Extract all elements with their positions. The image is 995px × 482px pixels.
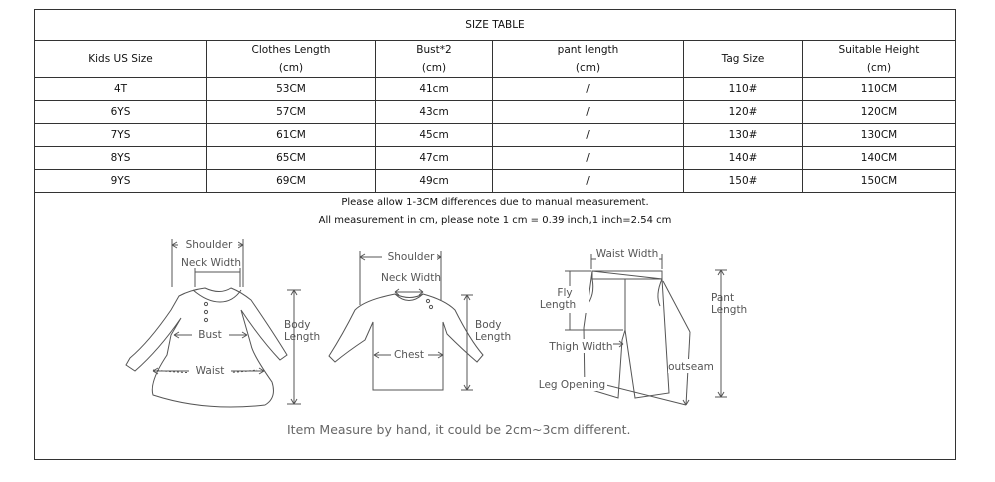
- pants-leg-opening-label: Leg Opening: [539, 379, 605, 391]
- note-allowance: Please allow 1-3CM differences due to ma…: [341, 197, 649, 208]
- dress-bust-marker: Bust: [173, 328, 248, 342]
- pants-outseam-marker: outseam: [662, 280, 714, 406]
- shirt-length-label: Length: [475, 331, 511, 343]
- size-table-header-row: Kids US Size Clothes Length(cm) Bust*2(c…: [35, 40, 955, 78]
- dress-neck-marker: Neck Width: [181, 257, 241, 287]
- cell-suitable-height: 130CM: [802, 123, 955, 147]
- shirt-chest-label: Chest: [394, 349, 424, 361]
- pants-leg-opening-marker: Leg Opening: [538, 377, 687, 406]
- dress-shoulder-marker: Shoulder: [171, 237, 244, 287]
- cell-pant-length: /: [492, 146, 684, 170]
- header-suitable-height: Suitable Height(cm): [802, 40, 955, 78]
- pants-pant-label: Pant: [711, 292, 734, 304]
- measurement-diagram: Shoulder Neck Width Bust Waist Body Leng…: [125, 237, 747, 408]
- header-bust: Bust*2(cm): [375, 40, 493, 78]
- size-table-title-row: SIZE TABLE: [35, 10, 955, 41]
- cell-pant-length: /: [492, 169, 684, 193]
- pants-fly-length-label: Length: [540, 299, 576, 311]
- dress-length-label: Length: [284, 331, 320, 343]
- pants-length-marker: Pant Length: [711, 269, 747, 398]
- cell-size: 8YS: [35, 146, 207, 170]
- shirt-shoulder-marker: Shoulder: [359, 250, 442, 305]
- dress-bust-label: Bust: [198, 329, 221, 341]
- shirt-neck-marker: Neck Width: [381, 272, 441, 296]
- size-chart-frame: SIZE TABLE Kids US Size Clothes Length(c…: [34, 9, 956, 460]
- table-row: 9YS 69CM 49cm / 150# 150CM: [35, 169, 955, 193]
- dress-waist-label: Waist: [196, 365, 225, 377]
- cell-tag-size: 140#: [683, 146, 803, 170]
- cell-suitable-height: 150CM: [802, 169, 955, 193]
- dress-body-length-marker: Body Length: [284, 289, 320, 405]
- pants-illustration: [583, 270, 670, 399]
- pants-fly-label: Fly: [557, 287, 572, 299]
- header-pant-length: pant length(cm): [492, 40, 684, 78]
- cell-bust: 49cm: [375, 169, 493, 193]
- cell-tag-size: 130#: [683, 123, 803, 147]
- cell-tag-size: 150#: [683, 169, 803, 193]
- dress-neck-label: Neck Width: [181, 257, 241, 269]
- cell-pant-length: /: [492, 100, 684, 124]
- cell-suitable-height: 120CM: [802, 100, 955, 124]
- cell-suitable-height: 110CM: [802, 77, 955, 101]
- shirt-neck-label: Neck Width: [381, 272, 441, 284]
- size-table: SIZE TABLE Kids US Size Clothes Length(c…: [35, 10, 955, 193]
- header-tag-size: Tag Size: [683, 40, 803, 78]
- cell-clothes-length: 69CM: [206, 169, 376, 193]
- size-table-title: SIZE TABLE: [35, 10, 955, 41]
- pants-waist-marker: Waist Width: [590, 247, 663, 269]
- dress-illustration: [125, 287, 288, 408]
- note-conversion: All measurement in cm, please note 1 cm …: [318, 215, 672, 226]
- dress-body-label: Body: [284, 319, 311, 331]
- shirt-chest-marker: Chest: [373, 348, 444, 362]
- header-kids-us-size: Kids US Size: [35, 40, 207, 78]
- pants-pant-length-label: Length: [711, 304, 747, 316]
- cell-clothes-length: 65CM: [206, 146, 376, 170]
- shirt-body-label: Body: [475, 319, 502, 331]
- shirt-shoulder-label: Shoulder: [388, 251, 435, 263]
- pants-thigh-label: Thigh Width: [548, 341, 612, 353]
- cell-size: 9YS: [35, 169, 207, 193]
- cell-bust: 45cm: [375, 123, 493, 147]
- table-row: 7YS 61CM 45cm / 130# 130CM: [35, 123, 955, 147]
- dress-shoulder-label: Shoulder: [186, 239, 233, 251]
- shirt-illustration: [328, 293, 484, 391]
- pants-thigh-marker: Thigh Width: [548, 339, 624, 353]
- cell-pant-length: /: [492, 123, 684, 147]
- shirt-body-length-marker: Body Length: [461, 294, 511, 391]
- pants-outseam-label: outseam: [668, 361, 714, 373]
- pants-fly-marker: Fly Length: [540, 270, 623, 331]
- measure-note: Item Measure by hand, it could be 2cm~3c…: [287, 422, 631, 437]
- pants-waist-label: Waist Width: [596, 248, 659, 260]
- dress-waist-marker: Waist: [152, 364, 265, 378]
